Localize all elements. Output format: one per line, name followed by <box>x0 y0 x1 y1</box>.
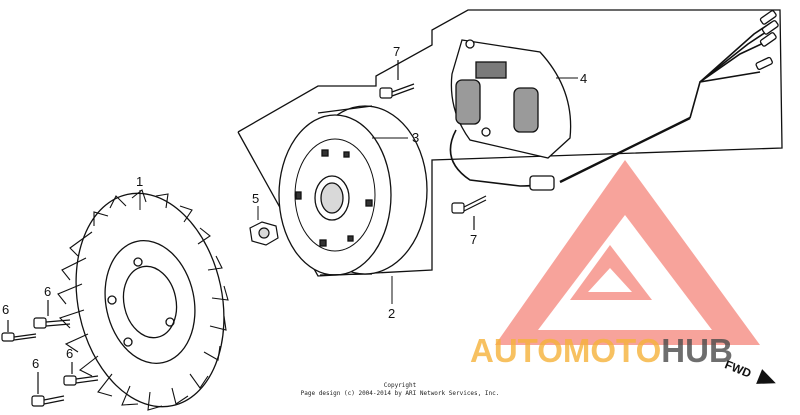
bolt-6a <box>1 320 37 342</box>
screw-7b <box>451 195 487 230</box>
callout-6c: 6 <box>32 356 39 371</box>
callout-7b: 7 <box>470 232 477 247</box>
screw-7a <box>379 60 415 99</box>
cooling-fan <box>57 189 229 411</box>
callout-2: 2 <box>388 306 395 321</box>
bolts-6 <box>1 300 99 407</box>
bolt-6b <box>33 300 71 329</box>
watermark-text: AUTOMOTOHUB <box>470 332 733 369</box>
watermark-brand-part2: HUB <box>661 332 733 369</box>
copyright-line2: Page design (c) 2004-2014 by ARI Network… <box>301 390 500 397</box>
callout-5: 5 <box>252 191 259 206</box>
callout-6a: 6 <box>2 302 9 317</box>
watermark-brand-main: AUTOMOTOHUB <box>470 332 733 369</box>
callout-7a: 7 <box>393 44 400 59</box>
fwd-arrow: FWD <box>723 357 776 384</box>
fwd-arrowhead-icon <box>756 369 776 384</box>
nut-5 <box>249 206 279 246</box>
fwd-label: FWD <box>723 357 754 380</box>
stator-assembly <box>449 10 779 191</box>
callout-6b: 6 <box>44 284 51 299</box>
bolt-6d <box>63 362 99 386</box>
copyright-line1: Copyright <box>384 382 417 389</box>
bolt-6c <box>31 372 65 407</box>
flywheel-rotor <box>278 105 428 276</box>
watermark-brand-part1: AUTOMOTO <box>470 332 661 369</box>
callout-6d: 6 <box>66 346 73 361</box>
assembly-boundary <box>237 9 783 277</box>
watermark-logo <box>495 160 760 345</box>
callout-4: 4 <box>580 71 587 86</box>
callout-3: 3 <box>412 130 419 145</box>
screws-7 <box>379 60 487 230</box>
callout-1: 1 <box>136 174 143 189</box>
